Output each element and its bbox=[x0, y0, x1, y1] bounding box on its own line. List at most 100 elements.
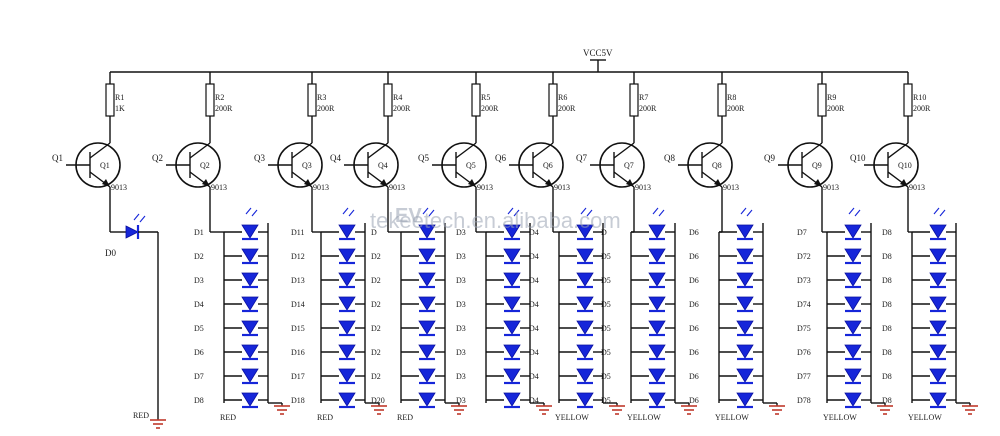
led-d0-label: D0 bbox=[105, 248, 116, 258]
transistor-collector bbox=[887, 142, 909, 159]
resistor bbox=[717, 83, 727, 117]
base-net-label: Q3 bbox=[254, 153, 265, 163]
led-label: D5 bbox=[601, 324, 611, 333]
led bbox=[736, 368, 754, 383]
led-d0 bbox=[125, 225, 139, 239]
led-label: D15 bbox=[291, 324, 305, 333]
led bbox=[736, 272, 754, 287]
led-label: D8 bbox=[882, 252, 892, 261]
led-label: D6 bbox=[689, 372, 699, 381]
led-label: D6 bbox=[689, 276, 699, 285]
resistor-value: 200R bbox=[913, 104, 931, 113]
led bbox=[338, 296, 356, 311]
led-label: D73 bbox=[797, 276, 811, 285]
led-label: D2 bbox=[194, 252, 204, 261]
led-label: D2 bbox=[371, 300, 381, 309]
led-label: D3 bbox=[456, 396, 466, 405]
led bbox=[648, 272, 666, 287]
transistor-part: 9013 bbox=[635, 183, 651, 192]
light-arrows bbox=[507, 207, 520, 217]
led bbox=[418, 272, 436, 287]
transistor-part: 9013 bbox=[313, 183, 329, 192]
led-label: D6 bbox=[689, 348, 699, 357]
led bbox=[929, 320, 947, 335]
led bbox=[576, 272, 594, 287]
led-label: D8 bbox=[882, 324, 892, 333]
led-label: D76 bbox=[797, 348, 811, 357]
transistor-collector bbox=[613, 142, 635, 159]
led bbox=[576, 320, 594, 335]
led bbox=[503, 368, 521, 383]
led-label: D5 bbox=[601, 276, 611, 285]
led bbox=[648, 344, 666, 359]
led-label: D1 bbox=[194, 228, 204, 237]
base-net-label: Q6 bbox=[495, 153, 506, 163]
emitter-arrow bbox=[900, 179, 908, 187]
resistor-value: 200R bbox=[481, 104, 499, 113]
transistor-collector bbox=[189, 142, 211, 159]
emitter-arrow bbox=[626, 179, 634, 187]
base-net-label: Q8 bbox=[664, 153, 675, 163]
led-label: D20 bbox=[371, 396, 385, 405]
led-label: D78 bbox=[797, 396, 811, 405]
transistor-ref: Q2 bbox=[200, 161, 210, 170]
led bbox=[241, 320, 259, 335]
led-label: D4 bbox=[529, 324, 539, 333]
led bbox=[648, 392, 666, 407]
base-net-label: Q1 bbox=[52, 153, 63, 163]
led bbox=[929, 296, 947, 311]
color-label: RED bbox=[397, 413, 413, 422]
resistor bbox=[817, 83, 827, 117]
resistor-ref: R1 bbox=[115, 93, 124, 102]
led-label: D17 bbox=[291, 372, 305, 381]
led-label: D8 bbox=[882, 348, 892, 357]
transistor-collector bbox=[367, 142, 389, 159]
led bbox=[576, 344, 594, 359]
led-label: D4 bbox=[529, 300, 539, 309]
led-label: D4 bbox=[529, 348, 539, 357]
resistor bbox=[205, 83, 215, 117]
base-net-label: Q10 bbox=[850, 153, 866, 163]
led bbox=[418, 296, 436, 311]
transistor-part: 9013 bbox=[723, 183, 739, 192]
led bbox=[338, 272, 356, 287]
led bbox=[338, 368, 356, 383]
led bbox=[648, 320, 666, 335]
transistor-ref: Q9 bbox=[812, 161, 822, 170]
emitter-arrow bbox=[814, 179, 822, 187]
led bbox=[503, 296, 521, 311]
led bbox=[418, 344, 436, 359]
led bbox=[929, 392, 947, 407]
color-label: RED bbox=[317, 413, 333, 422]
led bbox=[576, 296, 594, 311]
light-arrows bbox=[342, 207, 355, 217]
transistor-collector bbox=[801, 142, 823, 159]
transistor-ref: Q10 bbox=[898, 161, 912, 170]
led-label: D3 bbox=[456, 372, 466, 381]
base-net-label: Q5 bbox=[418, 153, 429, 163]
resistor-value: 200R bbox=[215, 104, 233, 113]
led bbox=[844, 320, 862, 335]
led bbox=[418, 320, 436, 335]
led bbox=[648, 248, 666, 263]
emitter-arrow bbox=[304, 179, 312, 187]
led-label: D6 bbox=[689, 300, 699, 309]
transistor-ref: Q8 bbox=[712, 161, 722, 170]
transistor-part: 9013 bbox=[389, 183, 405, 192]
base-net-label: Q9 bbox=[764, 153, 775, 163]
led bbox=[241, 224, 259, 239]
led-label: D3 bbox=[456, 324, 466, 333]
resistor-ref: R6 bbox=[558, 93, 567, 102]
led-label: D13 bbox=[291, 276, 305, 285]
emitter-arrow bbox=[545, 179, 553, 187]
resistor-ref: R3 bbox=[317, 93, 326, 102]
led-label: D2 bbox=[371, 276, 381, 285]
led bbox=[418, 392, 436, 407]
led bbox=[844, 344, 862, 359]
resistor bbox=[307, 83, 317, 117]
led bbox=[736, 296, 754, 311]
led-label: D5 bbox=[194, 324, 204, 333]
led-label: D3 bbox=[456, 252, 466, 261]
led-label: D3 bbox=[456, 348, 466, 357]
led-label: D8 bbox=[882, 228, 892, 237]
